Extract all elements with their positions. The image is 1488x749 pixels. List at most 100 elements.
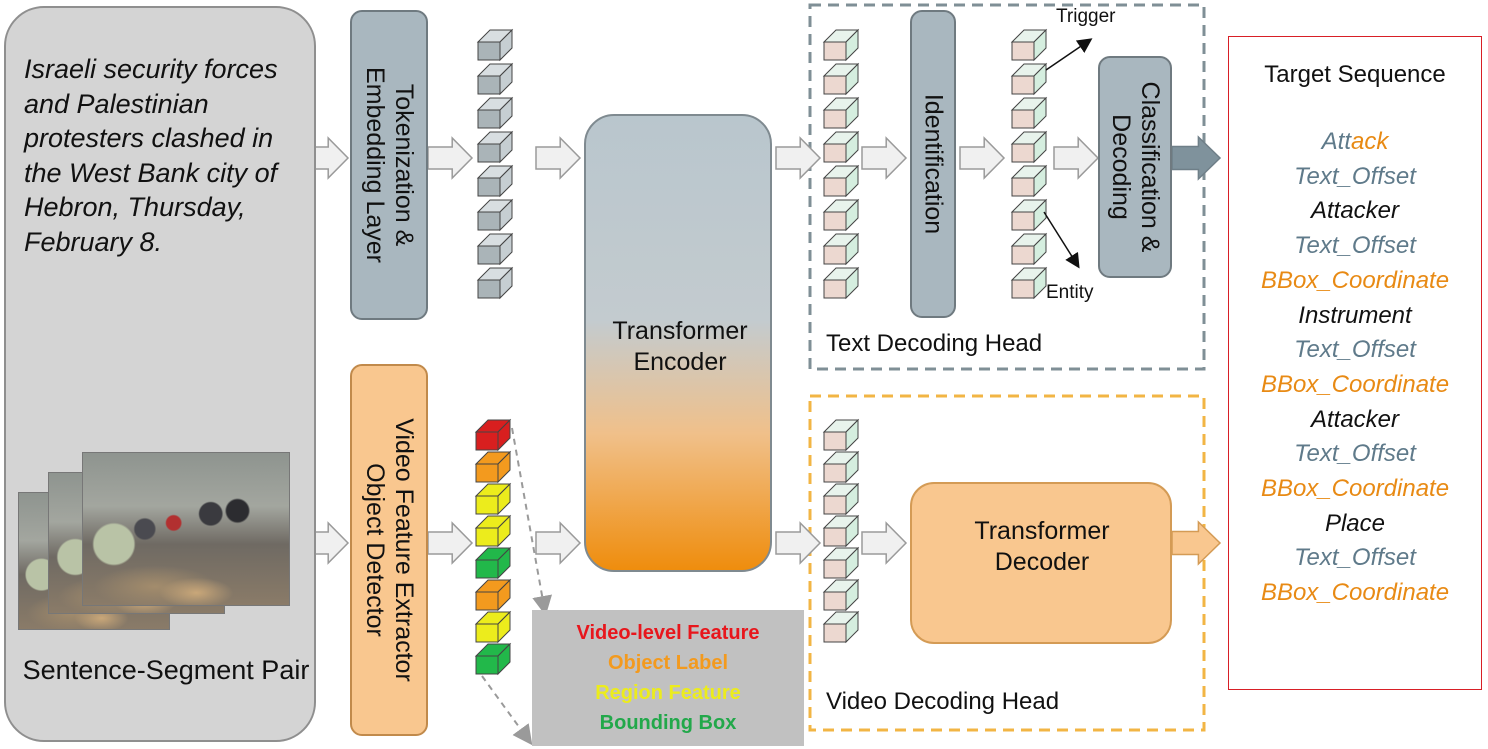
to-decoder-arrow [861,521,908,565]
encoded-text-token [823,41,847,61]
target-sequence-item: Text_Offset [1229,437,1481,472]
target-sequence-item-part: BBox_Coordinate [1260,370,1450,398]
video-feature-token [475,623,499,643]
to-identification-arrow [861,136,908,180]
text-decoding-head-label: Text Decoding Head [826,330,1043,357]
to-classification-arrow [1053,136,1100,180]
encoder-to-video-head-arrow [775,521,822,565]
video-feature-token [475,495,499,515]
legend-object-label: Object Label [607,652,729,674]
text-embedding-token [477,279,501,299]
identified-token [1011,75,1035,95]
target-sequence-item: Text_Offset [1229,541,1481,576]
target-sequence-item-part: Text_Offset [1294,440,1416,468]
video-extractor-label: Video Feature Extractor Object Detector [361,418,418,682]
identified-token [1011,211,1035,231]
identification-output-arrow [959,136,1006,180]
input-sentence: Israeli security forces and Palestinian … [24,54,278,257]
video-feature-token [475,559,499,579]
text-decoding-head-frame [808,3,1206,371]
video-feature-token [475,463,499,483]
encoded-video-token [823,591,847,611]
text-to-encoder-arrow [535,136,582,180]
identified-token [1011,143,1035,163]
target-sequence-item: BBox_Coordinate [1229,472,1481,507]
encoder-label: Transformer Encoder [612,317,748,376]
text-embedding-token [477,75,501,95]
target-sequence-item: Text_Offset [1229,160,1481,195]
target-sequence-item-part: Text_Offset [1294,336,1416,364]
identified-token [1011,109,1035,129]
target-sequence-item: Text_Offset [1229,333,1481,368]
legend-callout-bottom [481,675,533,746]
encoder-to-text-head-arrow [775,136,822,180]
target-sequence-item-part: Text_Offset [1294,162,1416,190]
target-sequence-item-part: Place [1324,509,1386,537]
tokenization-label: Tokenization & Embedding Layer [361,67,418,263]
classification-block: Classification & Decoding [1098,56,1172,278]
target-sequence-item: Attack [1229,125,1481,160]
legend-callout-top [511,427,553,616]
target-sequence-item: Text_Offset [1229,229,1481,264]
target-sequence-item-part: BBox_Coordinate [1260,579,1450,607]
video-feature-token [475,591,499,611]
entity-label: Entity [1046,282,1094,303]
text-embedding-token [477,211,501,231]
video-feature-token [475,527,499,547]
transformer-encoder-block: Transformer Encoder [584,114,772,572]
trigger-label: Trigger [1056,6,1116,27]
video-extractor-output-arrow [427,521,474,565]
sentence-segment-pair-caption: Sentence-Segment Pair [22,655,310,685]
legend-region-feature: Region Feature [595,682,741,704]
target-sequence-item-part: BBox_Coordinate [1260,266,1450,294]
text-embedding-token [477,41,501,61]
legend-bounding-box: Bounding Box [599,712,737,734]
classification-output-arrow [1171,135,1222,181]
target-sequence-item-part: ack [1350,128,1389,155]
video-frame-front [82,452,290,606]
encoded-text-token [823,177,847,197]
target-sequence-item-part: Att [1321,128,1351,155]
target-sequence-item: BBox_Coordinate [1229,368,1481,403]
classification-label: Classification & Decoding [1107,81,1164,253]
video-decoding-head-frame [808,394,1206,732]
video-feature-token [475,431,499,451]
encoded-text-token [823,279,847,299]
encoded-text-token [823,75,847,95]
encoded-video-token [823,559,847,579]
decoder-output-arrow [1171,520,1222,566]
target-sequence-item: Place [1229,507,1481,542]
encoded-text-token [823,143,847,163]
target-sequence-item: BBox_Coordinate [1229,576,1481,611]
encoded-video-token [823,623,847,643]
text-embedding-token [477,143,501,163]
encoded-video-token [823,431,847,451]
trigger-pointer [1045,38,1093,71]
video-extractor-block: Video Feature Extractor Object Detector [350,364,428,736]
text-embedding-token [477,109,501,129]
text-embedding-token [477,245,501,265]
identified-token [1011,245,1035,265]
entity-pointer [1043,211,1080,269]
feature-legend: Video-level Feature Object Label Region … [532,610,804,746]
target-sequence-item-part: Text_Offset [1294,232,1416,260]
encoded-video-token [823,527,847,547]
target-sequence-item: Attacker [1229,403,1481,438]
identification-label: Identification [919,93,948,235]
transformer-decoder-block: Transformer Decoder [910,482,1172,644]
encoded-text-token [823,211,847,231]
identified-token [1011,177,1035,197]
video-feature-token [475,655,499,675]
target-sequence-item-part: Text_Offset [1294,544,1416,572]
target-sequence-item-part: BBox_Coordinate [1260,475,1450,503]
target-sequence-item-part: Attacker [1310,405,1400,433]
identified-token [1011,41,1035,61]
decoder-label: Transformer Decoder [974,517,1110,576]
encoded-video-token [823,463,847,483]
video-decoding-head-label: Video Decoding Head [826,688,1060,715]
text-embedding-token [477,177,501,197]
target-sequence-item-part: Attacker [1310,197,1400,225]
